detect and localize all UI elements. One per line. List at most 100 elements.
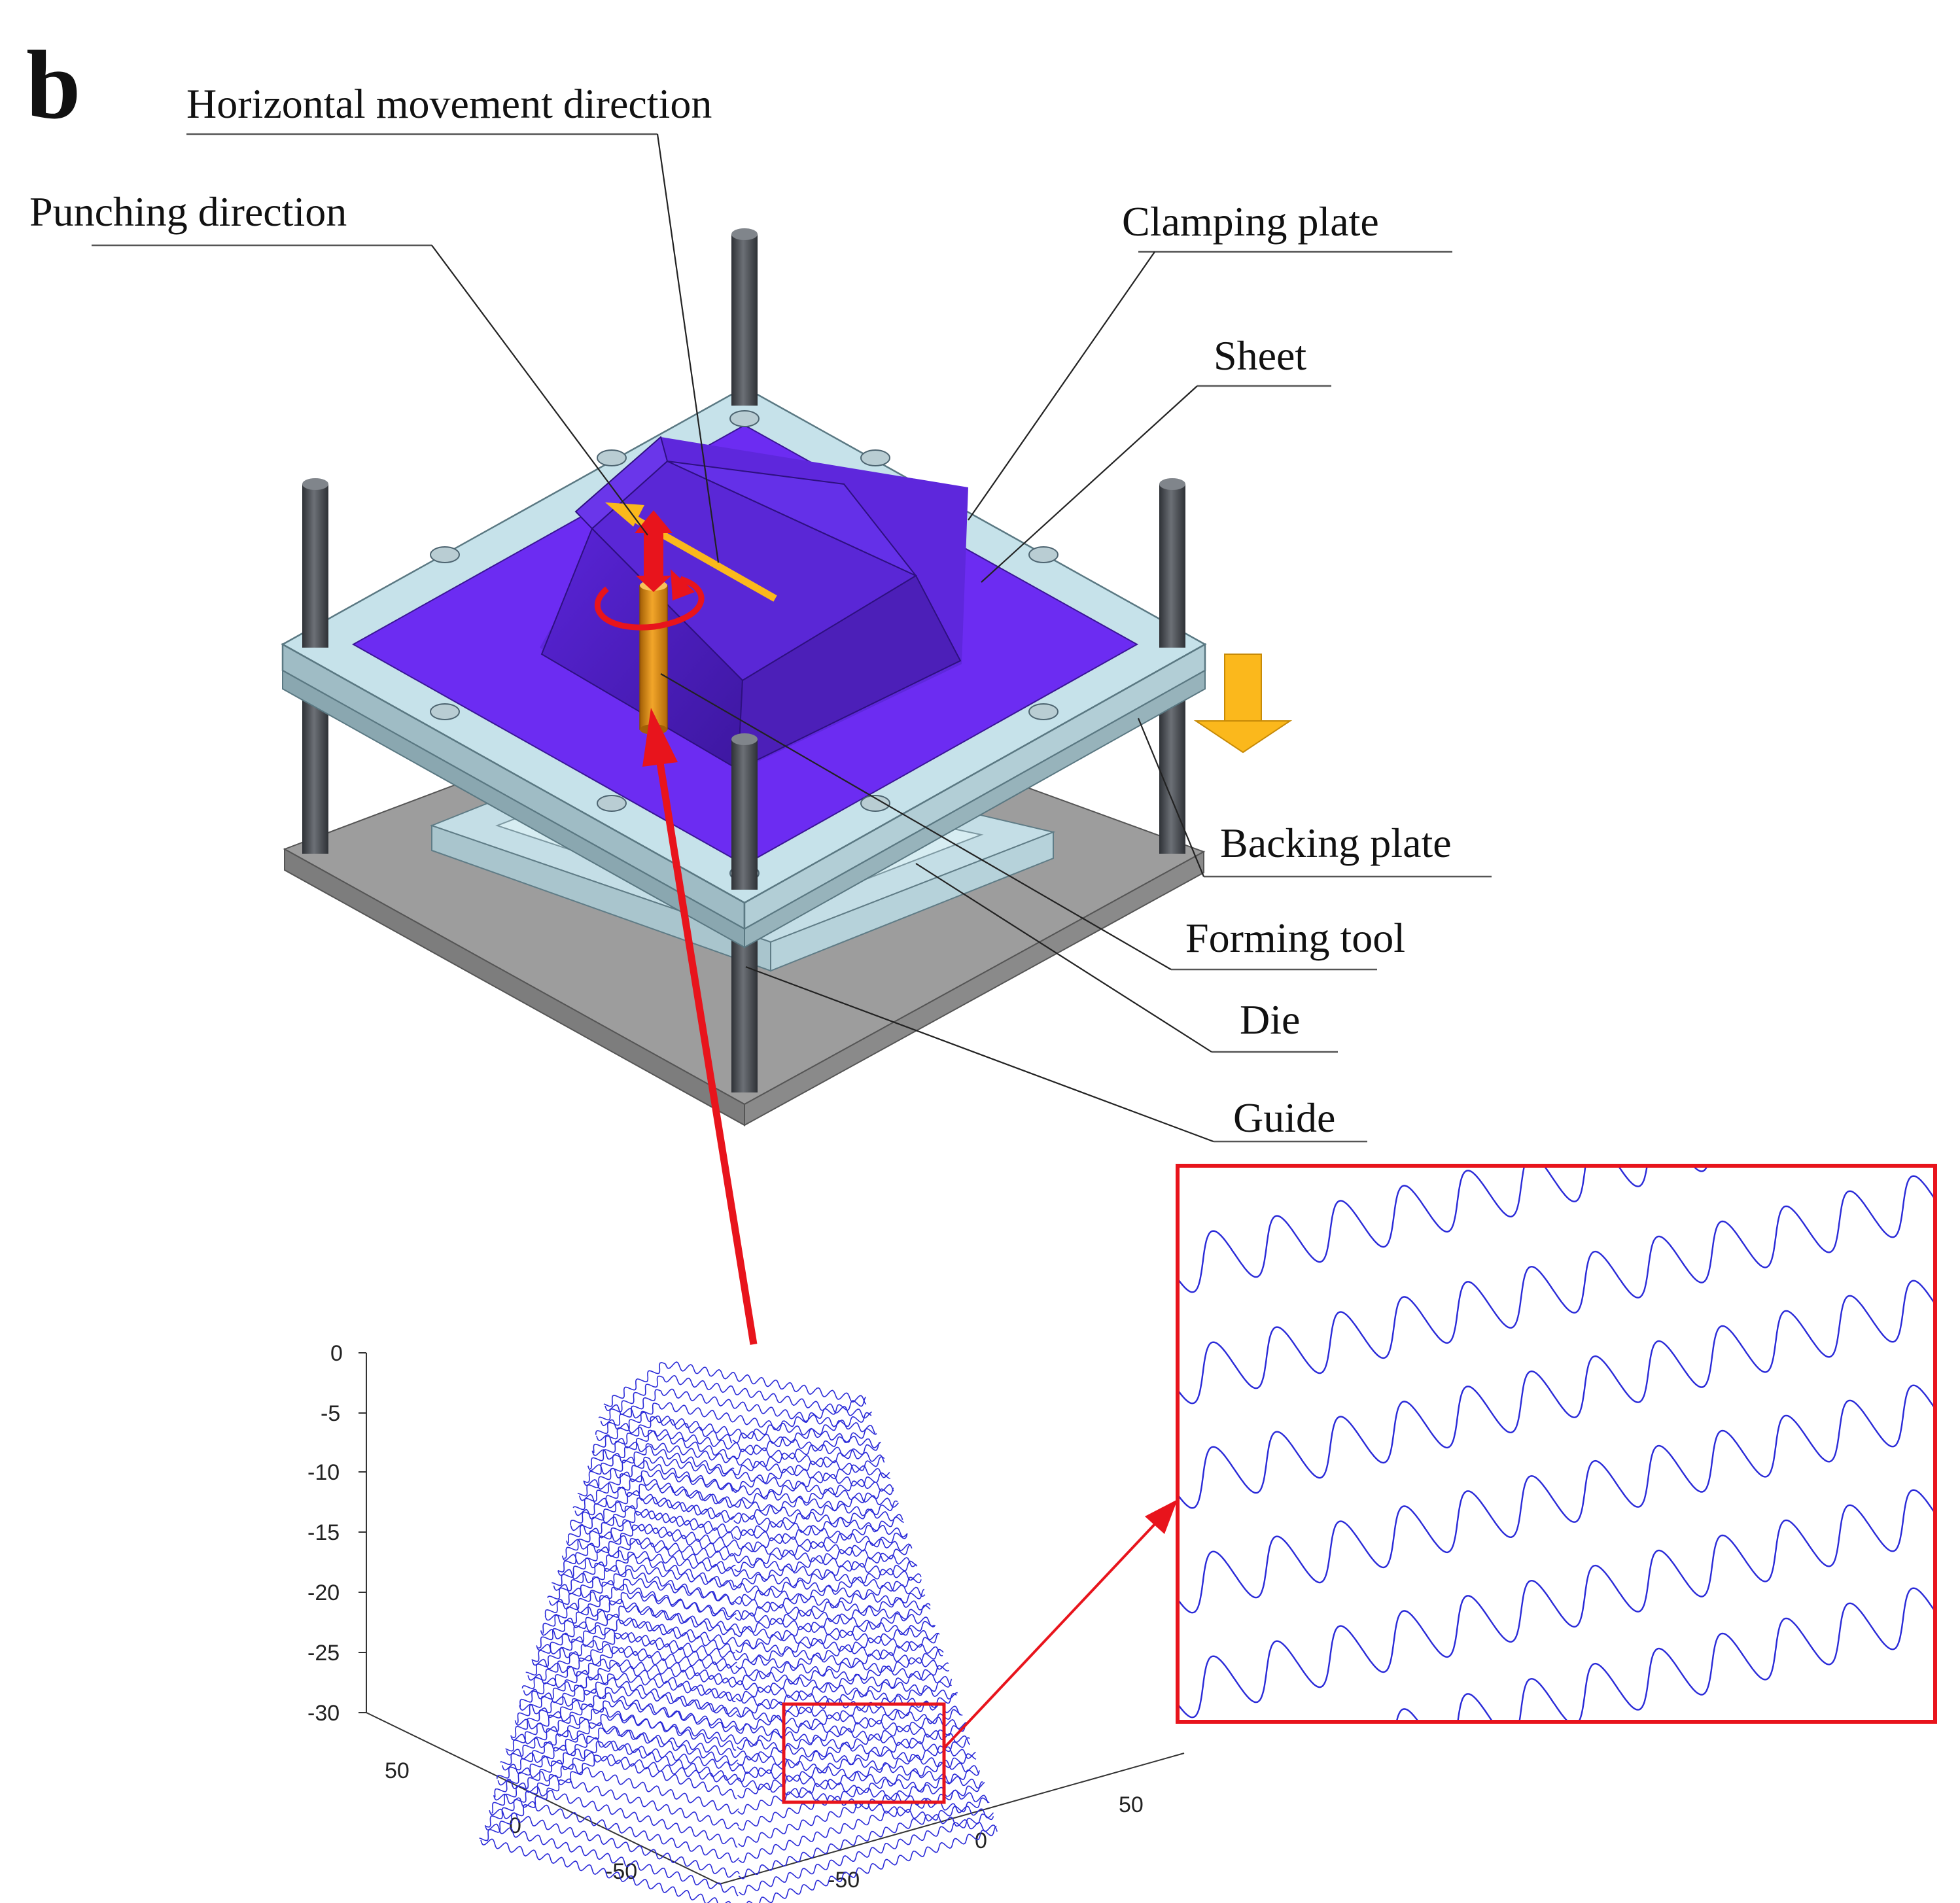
guide-posts-upper: [302, 228, 1185, 890]
toolpath-segment: [519, 1632, 621, 1707]
toolpath-segment: [732, 1412, 872, 1459]
toolpath-segment: [663, 1374, 873, 1419]
toolpath-segment: [656, 1415, 885, 1463]
toolpath-segment: [633, 1550, 931, 1611]
toolpath-segment: [601, 1740, 994, 1819]
toolpath-segment: [531, 1592, 627, 1662]
x-tick: 0: [975, 1828, 987, 1853]
toolpath-segment: [733, 1472, 890, 1524]
toolpath-segment: [566, 1539, 735, 1588]
toolpath-segment: [577, 1443, 652, 1497]
toolpath-link-arrow: [642, 708, 758, 1345]
zoom-region-box: [782, 1702, 946, 1804]
toolpath-segment: [735, 1577, 922, 1637]
down-arrow-icon: [1193, 654, 1293, 754]
toolpath-segment: [736, 1665, 949, 1734]
toolpath-segment: [621, 1618, 952, 1686]
callout-guide: Guide: [745, 966, 1367, 1143]
toolpath-segment: [737, 1737, 970, 1815]
toolpath-segment: [570, 1524, 736, 1572]
toolpath-segment: [635, 1537, 926, 1597]
toolpath-segment: [595, 1389, 661, 1435]
callout-backing: Backing plate: [1137, 718, 1492, 878]
toolpath-segment: [737, 1679, 953, 1751]
z-tick: -25: [307, 1641, 340, 1666]
callout-sheet: Sheet: [981, 332, 1331, 583]
toolpath-segment: [527, 1673, 737, 1732]
toolpath-segment: [517, 1646, 619, 1724]
zoom-inset: [1176, 1164, 1937, 1724]
toolpath-segment: [574, 1509, 735, 1557]
toolpath-segment: [596, 1434, 735, 1475]
toolpath-segment: [557, 1569, 737, 1620]
toolpath-segment: [738, 1781, 983, 1863]
label-punching-direction: Punching direction: [29, 188, 347, 235]
toolpath-segment: [733, 1487, 894, 1541]
toolpath-segment: [479, 1754, 601, 1842]
toolpath-segment: [620, 1632, 958, 1700]
toolpath-segment: [665, 1361, 867, 1405]
zoomed-toolpath-segment: [1178, 1166, 1708, 1293]
toolpath-segment: [658, 1402, 881, 1449]
toolpath-segment: [484, 1823, 739, 1896]
toolpath-segment: [564, 1497, 644, 1559]
toolpath-segment: [593, 1403, 659, 1454]
rotation-arrow-icon: [594, 569, 705, 631]
label-clamping-plate: Clamping plate: [1122, 198, 1379, 245]
label-forming-tool: Forming tool: [1185, 915, 1405, 961]
z-axis-ticks: 0 -5 -10 -15 -20 -25 -30: [307, 1341, 366, 1726]
toolpath-segment: [735, 1620, 936, 1686]
toolpath-segment: [599, 1754, 998, 1832]
z-tick: 0: [330, 1341, 343, 1366]
toolpath-segment: [735, 1633, 939, 1702]
toolpath-segment: [610, 1686, 976, 1759]
zoomed-toolpath-curves: [1178, 1166, 1935, 1722]
toolpath-segment: [561, 1554, 735, 1605]
toolpath-segment: [613, 1673, 970, 1745]
toolpath-segment: [570, 1470, 648, 1526]
punching-direction-arrow: [635, 510, 673, 592]
toolpath-segment: [631, 1564, 934, 1627]
toolpath-segment: [638, 1524, 922, 1581]
toolpath-segment: [600, 1419, 733, 1459]
toolpath-segment: [733, 1428, 877, 1476]
toolpath-segment: [737, 1692, 957, 1766]
toolpath-segment: [480, 1838, 731, 1903]
toolpath-segment: [737, 1724, 966, 1799]
toolpath-segment: [734, 1545, 911, 1605]
toolpath-segment: [502, 1764, 739, 1830]
toolpath-segment: [660, 1388, 876, 1434]
toolpath-segment: [505, 1673, 614, 1752]
toolpath-segment: [531, 1658, 738, 1717]
toolpath-segment: [494, 1713, 607, 1798]
toolpath-segment: [485, 1741, 603, 1828]
toolpath-segment: [733, 1456, 885, 1508]
toolpath-segment: [735, 1605, 931, 1669]
toolpath-segment: [514, 1719, 739, 1781]
toolpath-curves: [479, 1361, 998, 1903]
toolpath-segment: [591, 1449, 733, 1492]
toolpath-segment: [521, 1619, 623, 1690]
toolpath-segment: [519, 1703, 739, 1766]
toolpath-segment: [497, 1700, 610, 1779]
toolpath-segment: [553, 1584, 736, 1635]
toolpath-segment: [497, 1778, 738, 1848]
toolpath-segment: [567, 1484, 646, 1544]
toolpath-segment: [626, 1591, 943, 1656]
forming-apparatus: [281, 228, 1293, 1126]
toolpath-segment: [557, 1510, 641, 1573]
toolpath-segment: [615, 1659, 967, 1730]
callout-horizontal: Horizontal movement direction: [186, 80, 720, 563]
toolpath-segment: [536, 1643, 736, 1703]
zoomed-toolpath-segment: [1178, 1384, 1935, 1614]
panel-label: b: [26, 31, 80, 139]
toolpath-segment: [738, 1797, 990, 1879]
toolpath-segment: [551, 1524, 639, 1586]
toolpath-segment: [624, 1605, 949, 1670]
zoomed-toolpath-segment: [1178, 1175, 1935, 1405]
toolpath-segment: [544, 1551, 635, 1616]
toolpath-segment: [651, 1442, 894, 1492]
toolpath-segment: [589, 1416, 657, 1469]
z-tick: -10: [307, 1460, 340, 1485]
